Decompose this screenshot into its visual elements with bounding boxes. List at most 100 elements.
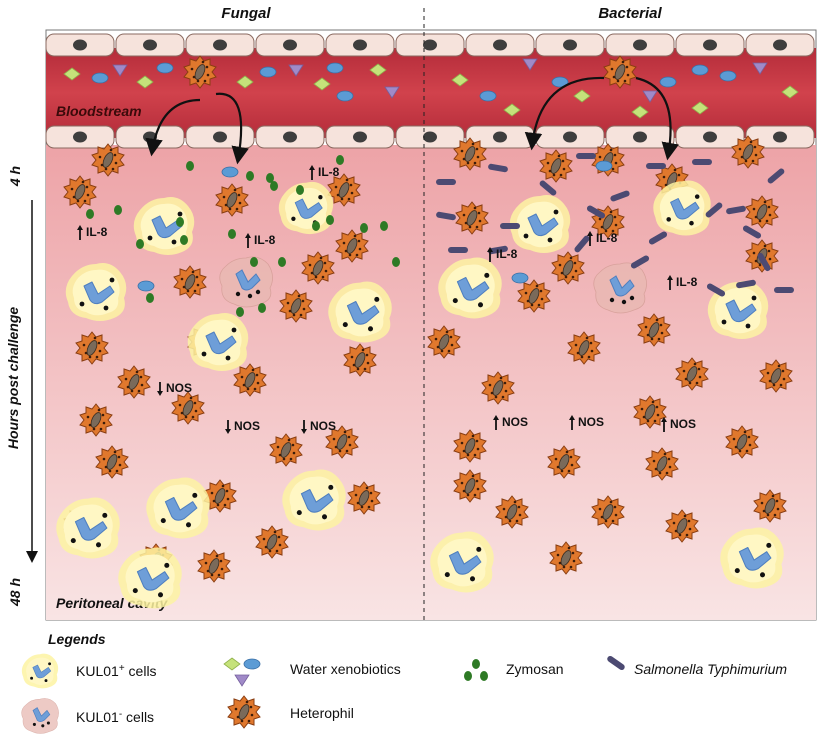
zymosan-particle	[336, 155, 344, 165]
xenobiotic-particle	[479, 90, 497, 102]
il8-increase-text: IL-8	[676, 275, 698, 289]
zymosan-particle	[258, 303, 266, 313]
zymosan-particle	[326, 215, 334, 225]
fungal-migration-arrow-left	[145, 98, 201, 157]
xenobiotic-particle	[156, 62, 174, 74]
salmonella-bacterium	[646, 163, 666, 169]
nos-increase-text: NOS	[578, 415, 604, 429]
zymosan-particle	[312, 221, 320, 231]
endothelial-cell	[395, 125, 465, 149]
endothelial-cell	[465, 33, 535, 57]
nos-increase: NOS	[661, 417, 696, 432]
nos-decrease-text: NOS	[166, 381, 192, 395]
endothelial-cell	[745, 125, 815, 149]
endothelial-cell	[395, 33, 465, 57]
endothelial-cell	[45, 125, 115, 149]
nos-decrease-text: NOS	[310, 419, 336, 433]
xenobiotic-particle	[719, 70, 737, 82]
nos-decrease-text: NOS	[234, 419, 260, 433]
zymosan-particle	[86, 209, 94, 219]
zymosan-particle	[186, 161, 194, 171]
nos-decrease: NOS	[157, 381, 192, 396]
zymosan-particle	[176, 217, 184, 227]
zymosan-particle	[296, 185, 304, 195]
legend: Legends KUL01+ cells KUL01- cells Water …	[21, 631, 787, 734]
nos-increase-text: NOS	[502, 415, 528, 429]
zymosan-particle	[180, 235, 188, 245]
il8-increase-text: IL-8	[496, 247, 518, 261]
legend-kul-neg-label: KUL01- cells	[76, 709, 154, 726]
zymosan-particle	[246, 171, 254, 181]
legend-heterophil-icon	[227, 695, 261, 729]
zymosan-particle	[392, 257, 400, 267]
il8-increase: IL-8	[77, 225, 108, 240]
nos-increase: NOS	[493, 415, 528, 430]
zymosan-particle	[278, 257, 286, 267]
legend-kul-neg-icon	[21, 698, 59, 734]
legend-zymosan-label: Zymosan	[506, 661, 564, 677]
il8-increase-text: IL-8	[596, 231, 618, 245]
salmonella-bacterium	[692, 159, 712, 165]
time-axis: 4 h Hours post challenge 48 h	[5, 166, 38, 607]
zymosan-particle	[236, 307, 244, 317]
bacterial-title: Bacterial	[598, 5, 662, 22]
kul01-negative-cell	[219, 256, 274, 308]
legend-water-xenobiotics-icon	[223, 657, 261, 687]
legend-salmonella-label: Salmonella Typhimurium	[634, 661, 787, 677]
zymosan-particle	[136, 239, 144, 249]
xenobiotic-particle	[221, 166, 239, 178]
endothelial-cell	[675, 33, 745, 57]
time-end-label: 48 h	[7, 578, 23, 607]
nos-increase-text: NOS	[670, 417, 696, 431]
legend-kul-pos-icon	[21, 653, 59, 689]
fungal-migration-arrow-right	[215, 92, 249, 165]
salmonella-bacterium	[448, 247, 468, 253]
endothelial-cell	[675, 125, 745, 149]
xenobiotic-particle	[595, 160, 613, 172]
legend-salmonella-icon	[607, 655, 625, 671]
endothelial-cell	[45, 33, 115, 57]
zymosan-particle	[270, 181, 278, 191]
fungal-title: Fungal	[221, 5, 271, 22]
endothelial-cell	[465, 125, 535, 149]
il8-increase: IL-8	[587, 231, 618, 246]
endothelium-top	[45, 33, 815, 57]
bloodstream-label: Bloodstream	[56, 103, 142, 119]
xenobiotic-particle	[691, 64, 709, 76]
legend-heterophil-label: Heterophil	[290, 705, 354, 721]
migration-arrows	[145, 76, 679, 165]
legend-zymosan-icon	[464, 659, 488, 681]
time-axis-label: Hours post challenge	[5, 307, 21, 450]
endothelial-cell	[325, 33, 395, 57]
endothelial-cell	[185, 125, 255, 149]
nos-decrease: NOS	[225, 419, 260, 434]
il8-increase: IL-8	[487, 247, 518, 262]
salmonella-bacterium	[576, 153, 596, 159]
bacterial-migration-arrow-right	[635, 76, 679, 161]
zymosan-particle	[146, 293, 154, 303]
endothelial-cell	[535, 125, 605, 149]
nos-increase: NOS	[569, 415, 604, 430]
zymosan-particle	[380, 221, 388, 231]
il8-increase-text: IL-8	[254, 233, 276, 247]
endothelial-cell	[605, 125, 675, 149]
legend-kul-pos-label: KUL01+ cells	[76, 663, 157, 680]
il8-increase: IL-8	[309, 165, 340, 180]
xenobiotic-particle	[511, 272, 529, 284]
xenobiotic-particle	[137, 280, 155, 292]
endothelial-cell	[255, 33, 325, 57]
xenobiotic-particle	[336, 90, 354, 102]
salmonella-bacterium	[500, 223, 520, 229]
legend-water-xenobiotics-label: Water xenobiotics	[290, 661, 401, 677]
xenobiotic-particle	[259, 66, 277, 78]
endothelial-cell	[535, 33, 605, 57]
il8-increase-text: IL-8	[86, 225, 108, 239]
bacterial-migration-arrow-left	[524, 76, 605, 151]
endothelium-bottom	[45, 125, 815, 149]
salmonella-bacterium	[774, 287, 794, 293]
zymosan-particle	[360, 223, 368, 233]
zymosan-particle	[250, 257, 258, 267]
endothelial-cell	[115, 125, 185, 149]
